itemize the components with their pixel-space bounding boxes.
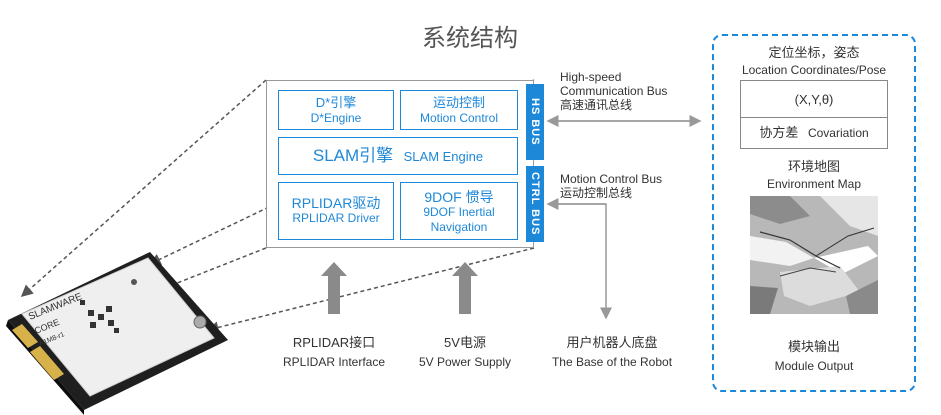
location-en: Location Coordinates/Pose (741, 63, 887, 77)
projection-line-top-left (20, 79, 267, 297)
module-output-en: Module Output (774, 359, 854, 373)
slam-engine-cn: SLAM引擎 (312, 146, 394, 165)
slamware-board: SLAMWARE CORE A1M8-r1 (6, 252, 228, 415)
rplidar-driver-cn: RPLIDAR驱动 (291, 195, 381, 211)
slam-engine-block: SLAM引擎 SLAM Engine (278, 137, 518, 175)
ctrl-bus-arrow (548, 203, 612, 320)
rplidar-driver-block: RPLIDAR驱动 RPLIDAR Driver (278, 182, 394, 240)
ctrl-bus-label: Motion Control Bus 运动控制总线 (560, 172, 662, 200)
map-picture (750, 196, 878, 314)
covariation-en: Covariation (807, 126, 869, 140)
power-up-arrow (452, 262, 478, 314)
pose-cell: (X,Y,θ) (740, 80, 888, 118)
nav9dof-block: 9DOF 惯导 9DOF Inertial Navigation (400, 182, 518, 240)
environment-map-image (750, 196, 878, 314)
environment-map-en: Environment Map (766, 177, 862, 191)
module-output-cn: 模块输出 (787, 339, 840, 354)
diagram-title: 系统结构 (422, 25, 518, 52)
power-supply-label: 5V电源 5V Power Supply (408, 332, 522, 369)
rplidar-interface-cn: RPLIDAR接口 (292, 335, 376, 350)
module-output-panel (712, 34, 916, 392)
motion-control-cn: 运动控制 (432, 95, 485, 110)
rplidar-interface-en: RPLIDAR Interface (282, 355, 386, 369)
projection-line-bottom-right (206, 247, 535, 334)
rplidar-interface-label: RPLIDAR接口 RPLIDAR Interface (272, 332, 396, 369)
power-supply-cn: 5V电源 (444, 335, 486, 350)
robot-base-en: The Base of the Robot (551, 355, 673, 369)
environment-map-cn: 环境地图 (787, 159, 840, 174)
module-output-label: 模块输出 Module Output (712, 336, 916, 373)
rplidar-up-arrow (321, 262, 347, 314)
slam-engine-en: SLAM Engine (403, 149, 484, 164)
nav9dof-en2: Navigation (430, 220, 488, 234)
hs-bus-label-line1: High-speed (560, 70, 622, 84)
location-title: 定位坐标，姿态 Location Coordinates/Pose (712, 42, 916, 77)
ctrl-bus-label-line1: Motion Control Bus (560, 172, 663, 186)
hs-bus-label: High-speed Communication Bus 高速通讯总线 (560, 70, 667, 112)
dstar-engine-block: D*引擎 D*Engine (278, 90, 394, 130)
covariation-cn: 协方差 (759, 125, 799, 140)
nav9dof-en1: 9DOF Inertial (423, 205, 495, 219)
nav9dof-cn: 9DOF 惯导 (424, 189, 494, 205)
ctrl-bus-label-cn: 运动控制总线 (560, 186, 633, 200)
power-supply-en: 5V Power Supply (418, 355, 512, 369)
covariation-cell: 协方差 Covariation (740, 117, 888, 149)
robot-base-label: 用户机器人底盘 The Base of the Robot (540, 332, 684, 369)
motion-control-en: Motion Control (419, 111, 499, 125)
robot-base-cn: 用户机器人底盘 (566, 335, 658, 350)
dstar-engine-cn: D*引擎 (315, 95, 357, 110)
hs-bus-label-cn: 高速通讯总线 (560, 98, 633, 112)
hs-bus-label-line2: Communication Bus (560, 84, 668, 98)
environment-map-title: 环境地图 Environment Map (712, 156, 916, 191)
projection-line-bottom-left (56, 247, 267, 332)
dstar-engine-en: D*Engine (310, 111, 362, 125)
location-cn: 定位坐标，姿态 (768, 45, 860, 60)
rplidar-driver-en: RPLIDAR Driver (292, 211, 380, 225)
motion-control-block: 运动控制 Motion Control (400, 90, 518, 130)
ctrl-bus-bar: CTRL BUS (526, 166, 544, 242)
hs-bus-bar: HS BUS (526, 84, 544, 160)
